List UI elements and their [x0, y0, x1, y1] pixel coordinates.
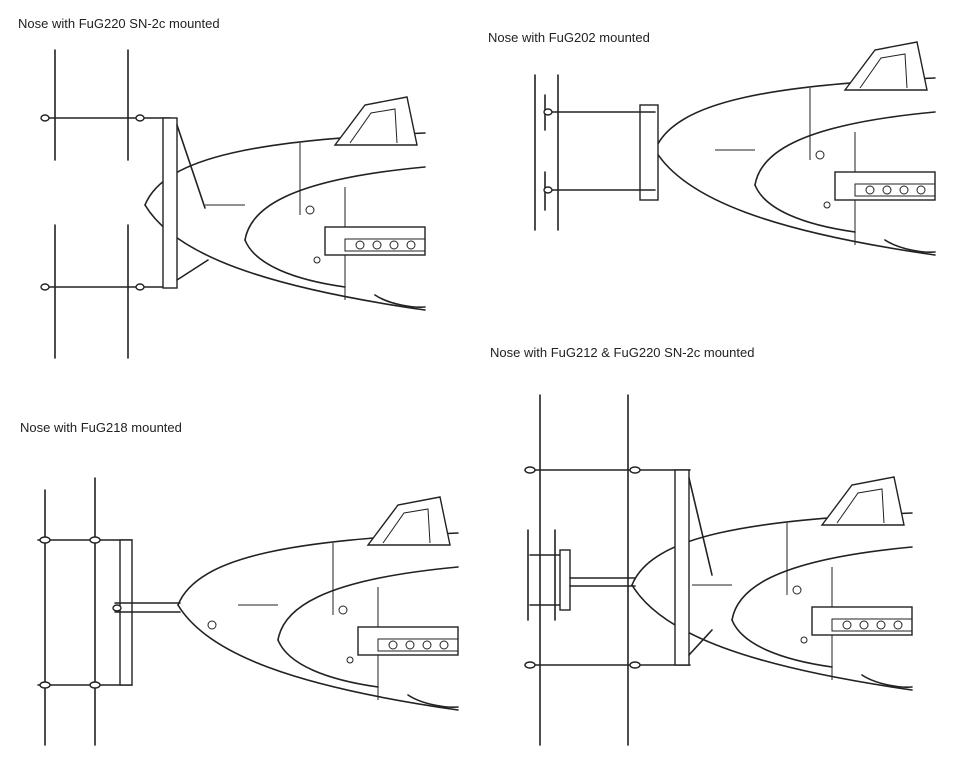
caption-fug220: Nose with FuG220 SN-2c mounted [18, 16, 220, 31]
diagram-fug218 [37, 477, 459, 746]
diagram-fug220 [40, 49, 426, 359]
caption-fug202: Nose with FuG202 mounted [488, 30, 650, 45]
caption-fug218: Nose with FuG218 mounted [20, 420, 182, 435]
diagram-fug202 [534, 41, 936, 256]
diagram-fug212-fug220 [524, 394, 913, 746]
caption-fug212-fug220: Nose with FuG212 & FuG220 SN-2c mounted [490, 345, 755, 360]
